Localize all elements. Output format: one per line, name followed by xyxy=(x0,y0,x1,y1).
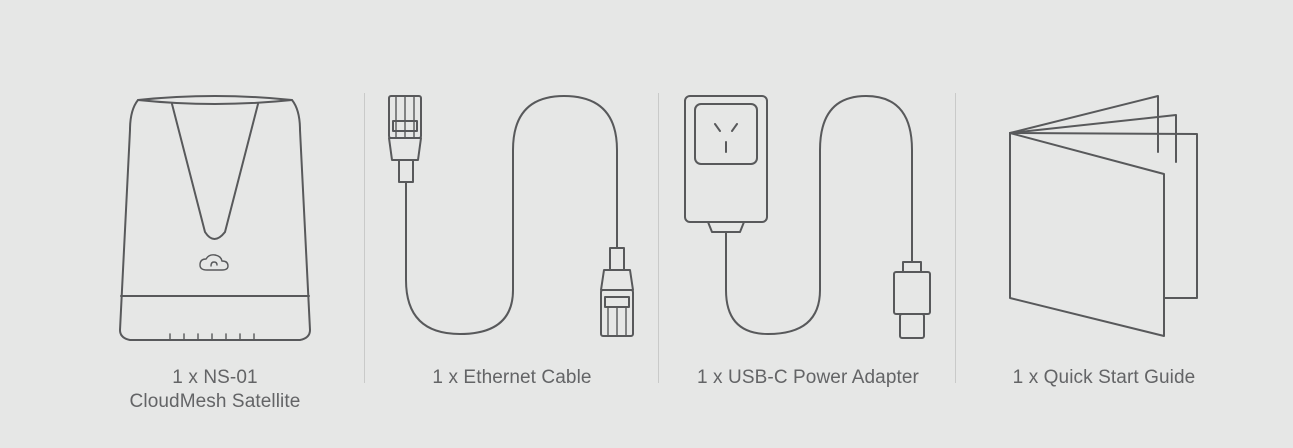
ethernet-cable-icon xyxy=(388,95,634,337)
cloud-logo-icon xyxy=(199,254,229,271)
divider-2 xyxy=(658,93,659,383)
quick-start-guide-icon xyxy=(1009,95,1198,337)
caption-ethernet: 1 x Ethernet Cable xyxy=(382,366,642,390)
mesh-satellite-icon xyxy=(119,95,311,341)
caption-satellite-line-2: CloudMesh Satellite xyxy=(129,391,301,412)
divider-1 xyxy=(364,93,365,383)
caption-guide-line-1: 1 x Quick Start Guide xyxy=(1012,367,1196,388)
caption-satellite-line-1: 1 x NS-01 xyxy=(172,367,258,388)
divider-3 xyxy=(955,93,956,383)
caption-adapter-line-1: 1 x USB-C Power Adapter xyxy=(697,367,919,388)
caption-ethernet-line-1: 1 x Ethernet Cable xyxy=(432,367,592,388)
usb-c-power-adapter-icon xyxy=(684,95,931,339)
caption-satellite: 1 x NS-01 CloudMesh Satellite xyxy=(85,366,345,414)
caption-guide: 1 x Quick Start Guide xyxy=(974,366,1234,390)
caption-adapter: 1 x USB-C Power Adapter xyxy=(678,366,938,390)
